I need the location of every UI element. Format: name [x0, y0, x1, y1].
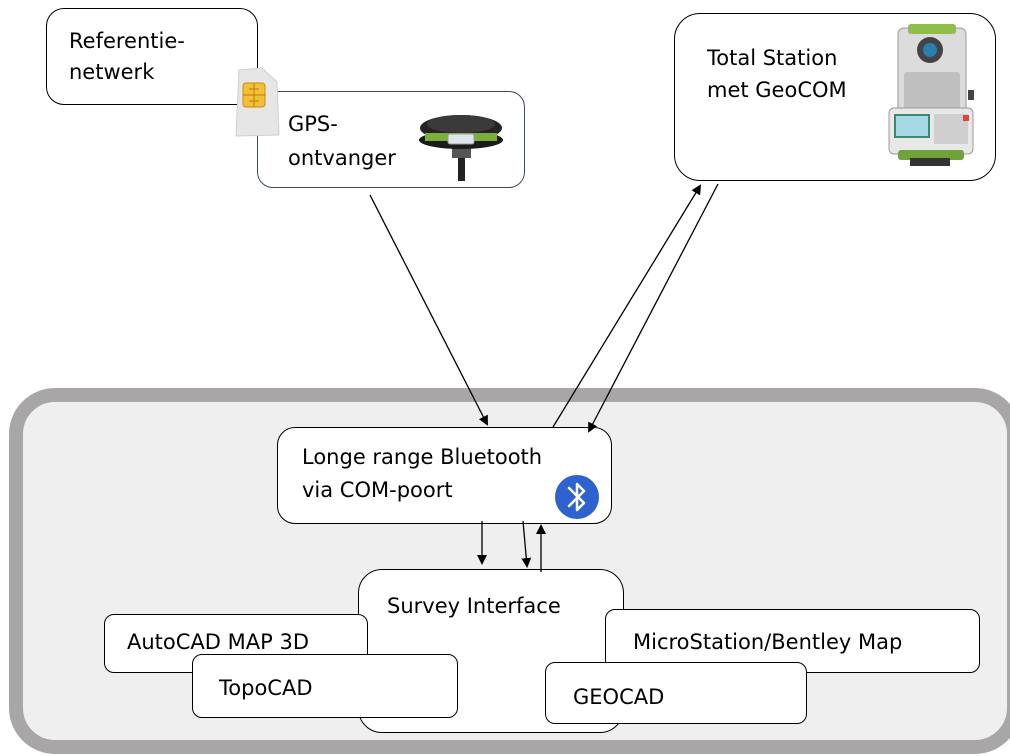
microstation-label: MicroStation/Bentley Map: [633, 630, 903, 654]
referentie-netwerk-box: Referentie- netwerk: [46, 8, 258, 105]
gps-ontvanger-box: GPS- ontvanger: [257, 91, 525, 188]
autocad-label: AutoCAD MAP 3D: [127, 630, 309, 654]
gps-ontvanger-line1: GPS-: [288, 112, 338, 136]
bluetooth-line2: via COM-poort: [302, 478, 453, 502]
geocad-label: GEOCAD: [573, 685, 665, 709]
referentie-netwerk-line1: Referentie-: [69, 29, 185, 53]
topocad-box: TopoCAD: [192, 654, 458, 718]
total-station-box: Total Station met GeoCOM: [674, 13, 996, 181]
geocad-box: GEOCAD: [545, 662, 807, 724]
bluetooth-box: Longe range Bluetooth via COM-poort: [277, 427, 612, 524]
referentie-netwerk-line2: netwerk: [69, 60, 155, 84]
bluetooth-line1: Longe range Bluetooth: [302, 445, 543, 469]
survey-interface-label: Survey Interface: [387, 594, 561, 618]
gps-ontvanger-line2: ontvanger: [288, 146, 396, 170]
topocad-label: TopoCAD: [219, 676, 313, 700]
total-station-line1: Total Station: [707, 46, 838, 70]
total-station-line2: met GeoCOM: [707, 78, 847, 102]
